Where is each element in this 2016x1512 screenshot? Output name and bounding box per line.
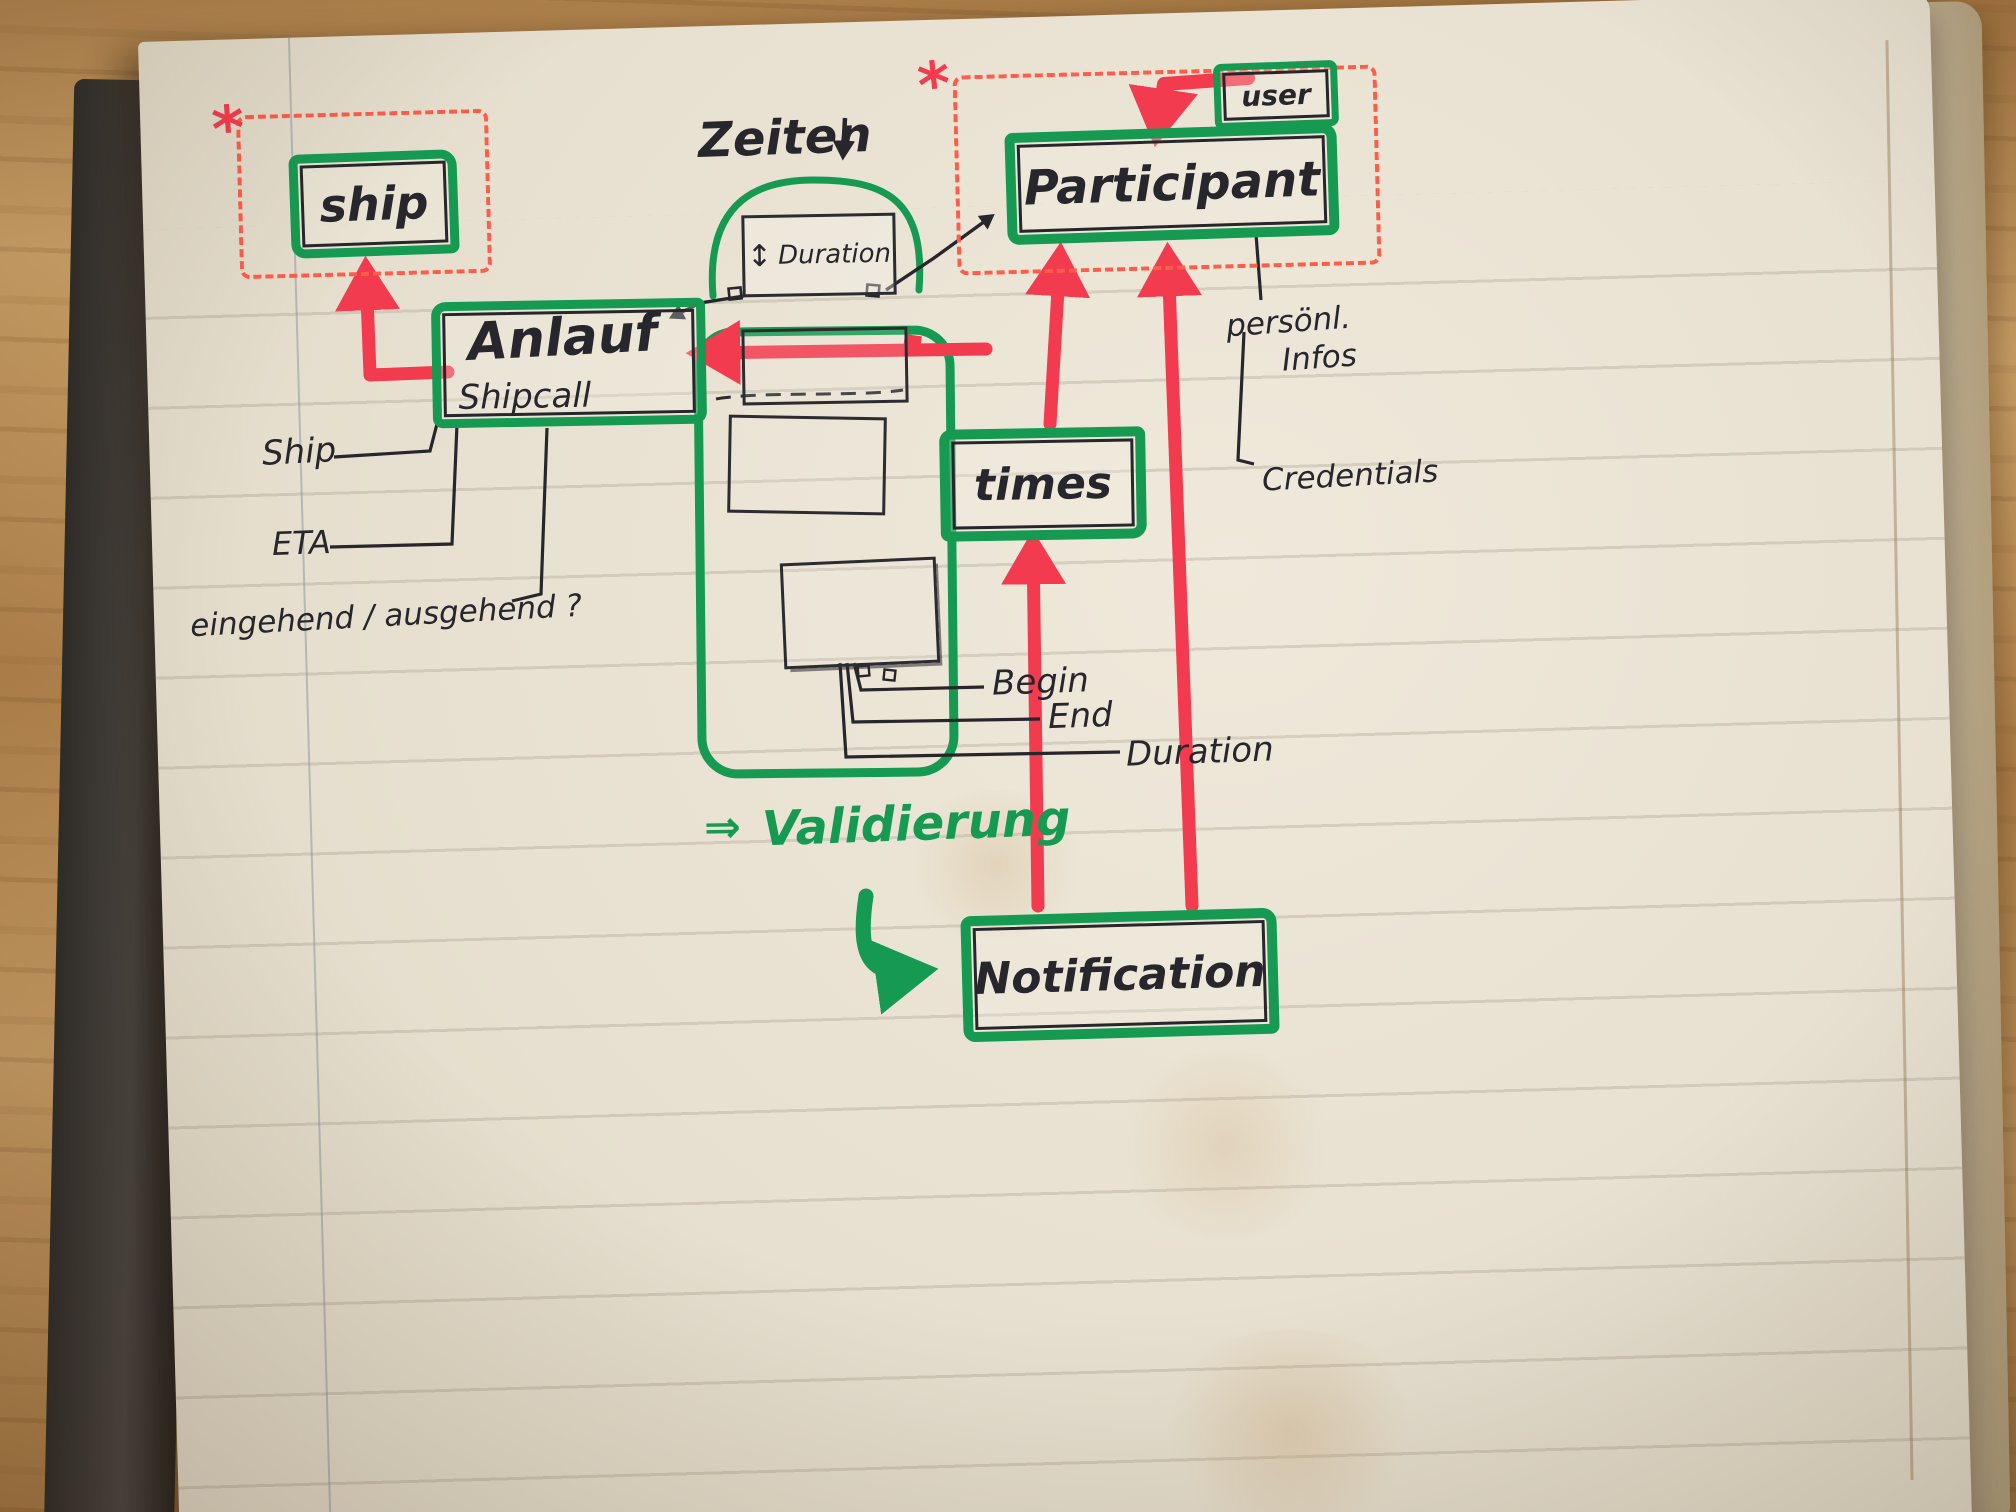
eta-attribute-label: ETA — [271, 522, 332, 564]
red-arrow-anlauf-to-ship — [335, 255, 455, 382]
times-entity-box: times — [939, 426, 1147, 542]
participant-label: Participant — [1023, 151, 1321, 217]
duration-attribute-line — [838, 662, 1121, 759]
personal-infos-line — [1254, 233, 1263, 301]
notification-label: Notification — [973, 945, 1267, 1005]
notification-entity-inner: Notification — [972, 919, 1268, 1031]
inout-attribute-line — [511, 427, 549, 603]
user-entity-box: user — [1212, 59, 1340, 131]
connector-foot-square — [727, 285, 744, 302]
personal-infos-label-line2: Infos — [1280, 337, 1358, 379]
duration-box: ↕ Duration — [741, 212, 897, 298]
begin-attribute-line — [852, 662, 985, 692]
ship-label: ship — [318, 175, 430, 233]
ship-attribute-label: Ship — [261, 430, 338, 474]
duration-box-label: Duration — [777, 238, 892, 271]
times-entity-inner: times — [951, 438, 1135, 530]
time-slot-sketch-1 — [741, 326, 909, 406]
green-bracket — [708, 176, 924, 300]
notification-entity-box: Notification — [960, 907, 1280, 1043]
participant-entity-inner: Participant — [1016, 135, 1328, 233]
connector-foot-square — [865, 283, 881, 298]
end-attribute-line — [845, 662, 1041, 724]
red-arrow-to-anlauf — [685, 319, 993, 385]
anlauf-entity-inner: Anlauf Shipcall — [442, 303, 696, 418]
ship-entity-box: ship — [288, 149, 460, 259]
credentials-line — [1236, 331, 1255, 466]
shipcall-label: Shipcall — [458, 375, 592, 418]
ship-attribute-line — [333, 419, 440, 459]
duration-to-participant-line — [885, 214, 995, 292]
asterisk-mark: * — [209, 90, 247, 167]
red-arrow-notification-to-participant — [1137, 241, 1202, 913]
user-label: user — [1240, 77, 1312, 113]
time-slot-sketch-2 — [727, 414, 887, 516]
green-hook-arrow-to-notification — [855, 888, 939, 1015]
zeiten-annotation: Zeiten — [697, 106, 873, 170]
green-group-container — [693, 325, 959, 779]
duration-attribute-label: Duration — [1125, 729, 1275, 775]
connector-foot-square — [856, 664, 871, 678]
connector-foot-square — [882, 668, 897, 682]
vertical-arrows-icon: ↕ — [746, 238, 773, 274]
zeiten-down-arrow — [832, 117, 856, 161]
user-entity-inner: user — [1222, 69, 1330, 121]
red-tick — [902, 333, 922, 352]
time-slot-sketch-3 — [779, 556, 941, 670]
validierung-annotation: Validierung — [761, 790, 1072, 858]
validierung-arrow-glyph: ⇒ — [703, 801, 742, 854]
red-arrow-notification-to-times — [1001, 529, 1067, 913]
red-arrow-user-to-participant — [1128, 71, 1255, 148]
anlauf-label: Anlauf — [466, 303, 659, 374]
anlauf-entity-box: Anlauf Shipcall — [430, 297, 708, 429]
red-arrow-times-to-participant — [1025, 241, 1091, 431]
eta-attribute-line — [329, 423, 459, 549]
end-attribute-label: End — [1047, 694, 1114, 738]
times-label: times — [973, 457, 1113, 511]
ship-entity-inner: ship — [299, 160, 449, 248]
participant-entity-box: Participant — [1004, 122, 1340, 246]
